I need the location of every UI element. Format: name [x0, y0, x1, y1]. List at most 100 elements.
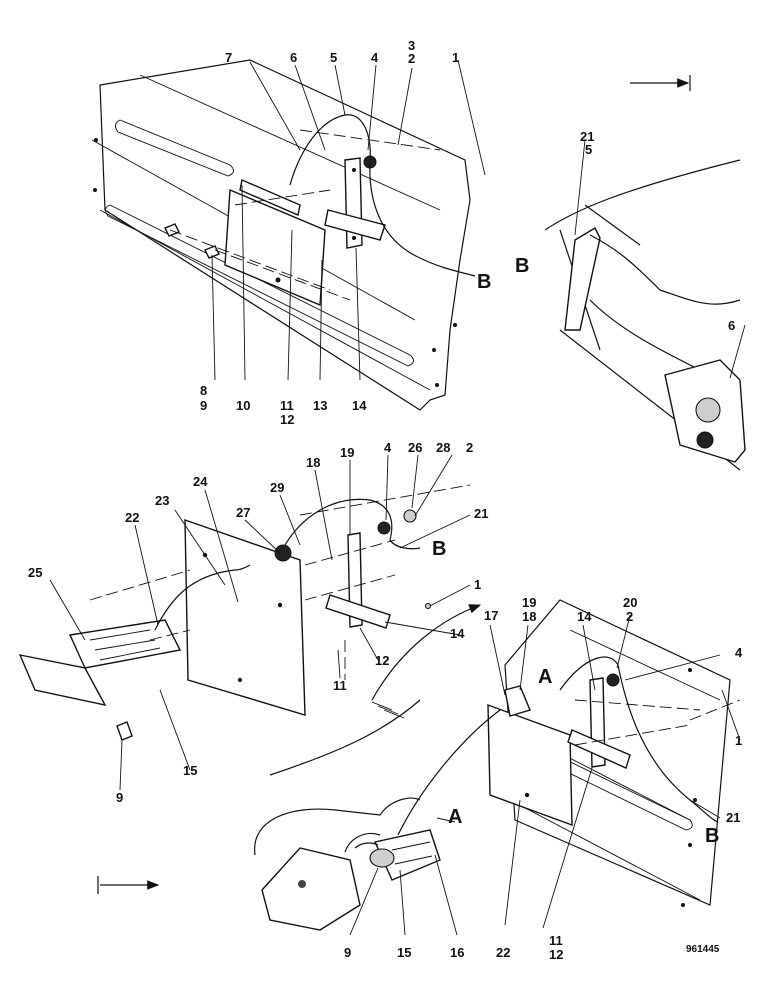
top-hole-2: [93, 188, 97, 192]
bottom-leaders: [489, 614, 741, 929]
top-slot-lower: [105, 204, 414, 367]
callout-10: 10: [236, 398, 250, 413]
callout-12-mid: 12: [375, 653, 389, 668]
callout-4: 4: [371, 50, 379, 65]
mid-lamp-cover: [18, 654, 107, 707]
connector-b-top: B: [477, 271, 491, 293]
callout-13: 13: [313, 398, 327, 413]
closeup-leaders: [349, 817, 458, 936]
bottom-bracket-foot: [567, 729, 631, 769]
mid-number-plate: [184, 519, 306, 716]
mid-bracket-foot: [325, 594, 391, 629]
bottom-hole-3: [688, 843, 692, 847]
callout-27: 27: [236, 505, 250, 520]
drawing-number: 961445: [686, 944, 720, 955]
callout-17: 17: [484, 608, 498, 623]
callout-26: 26: [408, 440, 422, 455]
callout-4-mid: 4: [384, 440, 392, 455]
middle-assembly: [18, 454, 482, 791]
top-assembly: [91, 59, 691, 411]
callout-16: 16: [450, 945, 464, 960]
mid-dash-2: [149, 629, 191, 641]
callout-21-bot: 21: [726, 810, 740, 825]
callout-6-inset: 6: [728, 318, 735, 333]
callout-20: 20: [623, 595, 637, 610]
closeup-lens-screw: [298, 880, 306, 888]
inset-bracket: [564, 227, 601, 331]
top-number-plate: [224, 188, 326, 307]
callout-11-mid: 11: [333, 678, 347, 693]
closeup-holder: [391, 841, 433, 865]
callout-15-mid: 15: [183, 763, 197, 778]
connector-a-plate: A: [538, 666, 552, 688]
inset-leaders: [574, 139, 746, 379]
mid-leaders: [49, 454, 471, 791]
mid-plate-hole-3: [237, 677, 243, 683]
bottom-grommet: [606, 673, 620, 687]
top-bracket-foot: [324, 209, 386, 241]
callout-8: 8: [200, 383, 207, 398]
bottom-plate-hole: [524, 792, 530, 798]
connector-a-lamp: A: [448, 806, 462, 828]
top-bracket-hole-1: [352, 168, 356, 172]
mid-grommet-4: [377, 521, 391, 535]
top-lamp-bar: [239, 179, 301, 216]
mid-transition-curve: [269, 699, 421, 776]
callout-21-inset: 21: [580, 129, 594, 144]
mid-dash-5: [304, 574, 396, 601]
bottom-hole-4: [681, 903, 685, 907]
callout-22: 22: [125, 510, 139, 525]
mid-dash-1: [89, 569, 191, 601]
top-body-panel: [99, 59, 471, 411]
callout-19-bot: 19: [522, 595, 536, 610]
bottom-cable: [559, 656, 719, 823]
closeup-wire: [344, 832, 381, 853]
top-hole-3: [432, 348, 436, 352]
mid-washer: [424, 602, 432, 610]
callout-5-inset: 5: [585, 142, 592, 157]
bottom-hole-2: [693, 798, 697, 802]
callout-2-bot: 2: [626, 609, 633, 624]
top-fastener-10: [164, 223, 180, 237]
callout-9-bot: 9: [344, 945, 351, 960]
bottom-dash-1: [574, 699, 701, 711]
callout-18-bot: 18: [522, 609, 536, 624]
bottom-dash-2: [574, 724, 691, 746]
callout-22-bot: 22: [496, 945, 510, 960]
callout-28: 28: [436, 440, 450, 455]
inset-outline: [544, 159, 741, 471]
inset-lamp-lens-1: [695, 397, 721, 423]
bottom-lamp-bracket: [504, 685, 531, 717]
bottom-number-plate: [487, 703, 573, 827]
callout-9: 9: [200, 398, 207, 413]
connector-b-inset: B: [515, 255, 529, 277]
callout-14-mid: 14: [450, 626, 465, 641]
callout-3: 3: [408, 38, 415, 53]
callout-15-bot: 15: [397, 945, 411, 960]
connector-b-bot: B: [705, 825, 719, 847]
callout-23: 23: [155, 493, 169, 508]
callout-1-bot: 1: [735, 733, 742, 748]
top-dash-1: [169, 229, 331, 291]
top-hole-1: [94, 138, 98, 142]
callout-1-mid: 1: [474, 577, 481, 592]
bottom-lamp-cable: [397, 709, 501, 836]
connector-b-mid: B: [432, 538, 446, 560]
mid-grommet: [274, 544, 292, 562]
top-leaders: [211, 59, 486, 381]
mid-plate-hole-2: [277, 602, 283, 608]
bottom-dash-3: [689, 699, 741, 721]
top-hole-4: [435, 383, 439, 387]
mid-lamp-unit: [68, 619, 182, 669]
mid-transition-hatch: [371, 701, 405, 719]
callout-24: 24: [193, 474, 208, 489]
callout-4-bot: 4: [735, 645, 743, 660]
closeup-lens: [261, 847, 361, 931]
top-dash-3: [299, 129, 441, 151]
closeup-outline: [254, 797, 421, 856]
inset-lamp-lens-2: [696, 431, 714, 449]
mid-lamp-detail: [89, 629, 161, 661]
mid-transition-arc: [371, 604, 482, 701]
top-plate-hole: [275, 277, 281, 283]
